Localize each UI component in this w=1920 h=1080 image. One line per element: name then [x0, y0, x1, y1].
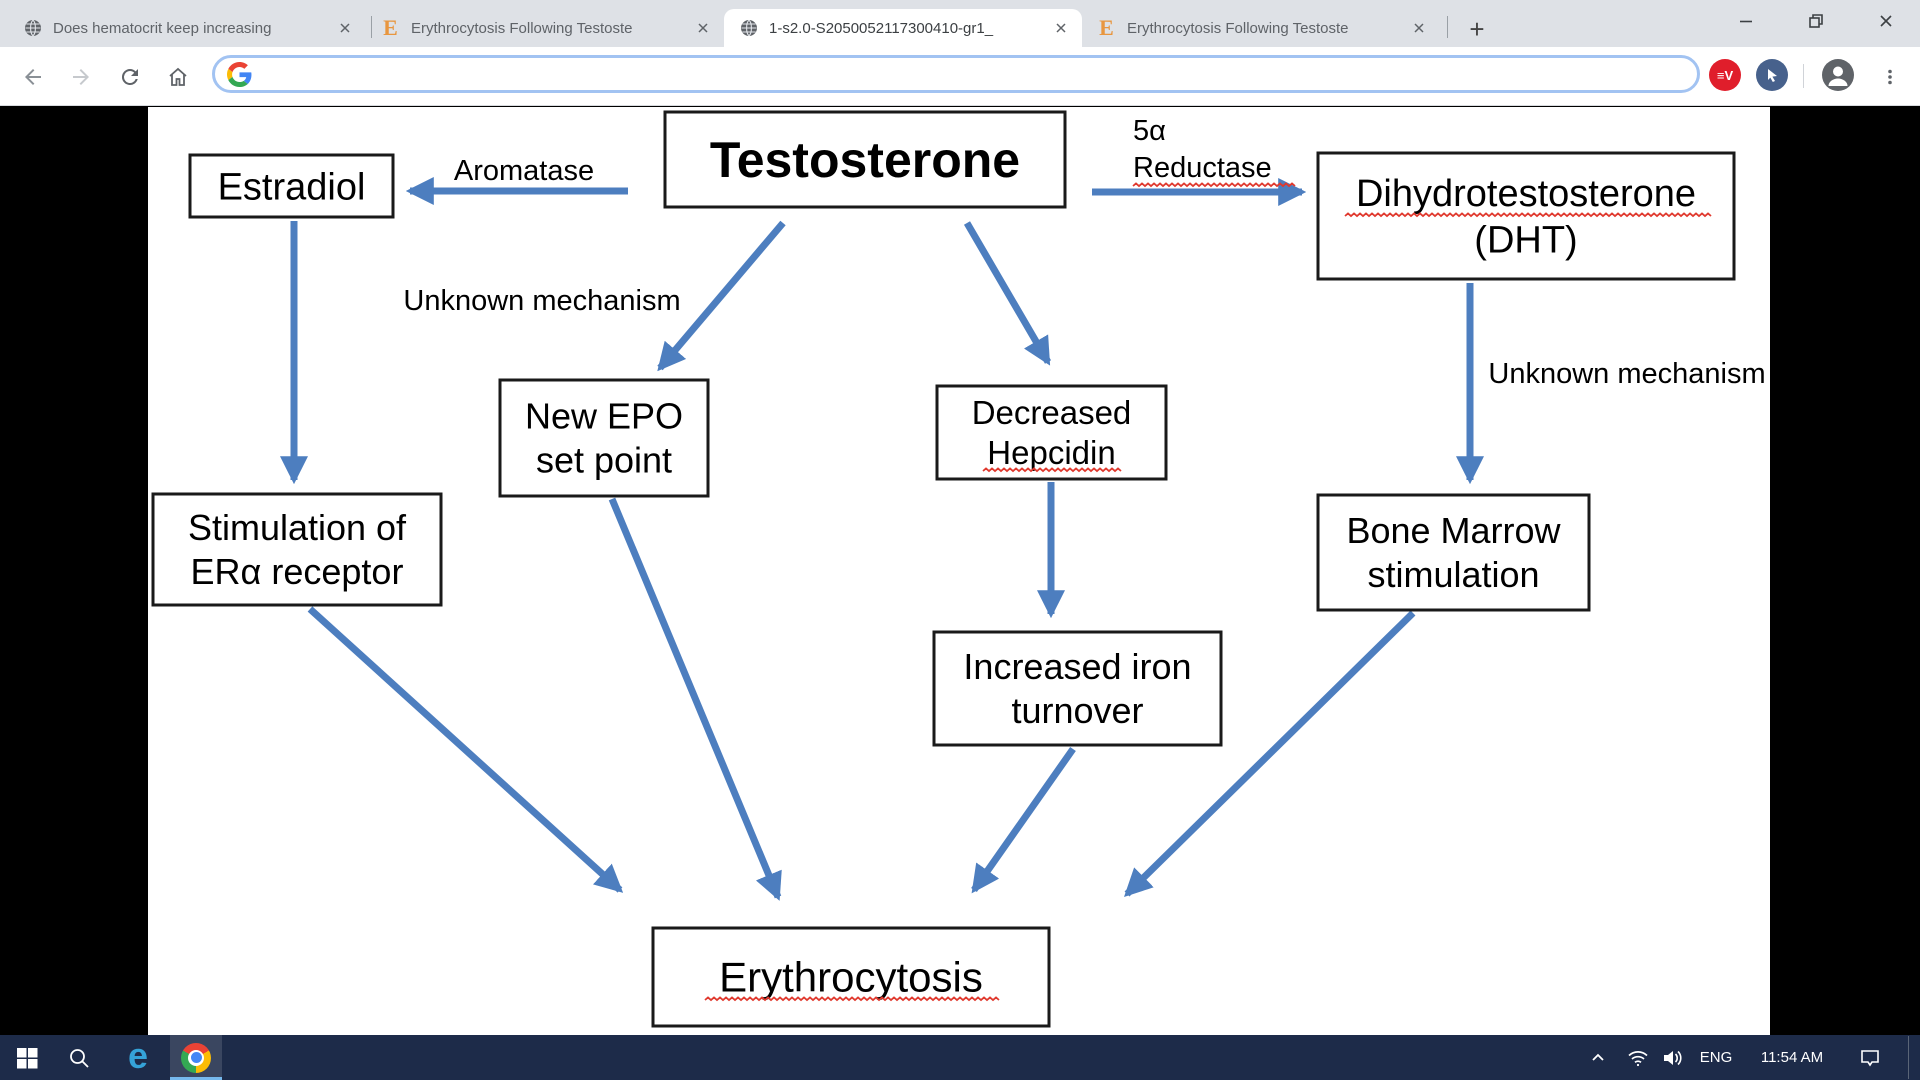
svg-text:stimulation: stimulation — [1367, 554, 1539, 595]
speaker-icon — [1664, 1050, 1682, 1065]
tab-close-button[interactable] — [692, 17, 714, 39]
search-icon — [70, 1048, 89, 1068]
forward-icon — [73, 69, 89, 85]
svg-text:Dihydrotestosterone: Dihydrotestosterone — [1356, 173, 1696, 215]
tab-separator — [1447, 16, 1448, 38]
tab-hematocrit[interactable]: Does hematocrit keep increasing — [8, 9, 366, 47]
back-icon — [25, 69, 41, 85]
tab-title: Does hematocrit keep increasing — [53, 19, 272, 37]
window-close-button[interactable] — [1856, 0, 1916, 42]
kebab-menu-icon — [1888, 69, 1892, 85]
svg-text:Bone Marrow: Bone Marrow — [1346, 510, 1561, 551]
show-desktop-button[interactable] — [1909, 1035, 1920, 1080]
tab-erythrocytosis-1[interactable]: E Erythrocytosis Following Testoste — [366, 9, 724, 47]
svg-text:ERα receptor: ERα receptor — [191, 551, 404, 592]
minimize-icon — [1740, 20, 1752, 23]
tab-close-button[interactable] — [334, 17, 356, 39]
tray-clock[interactable]: 11:54 AM — [1744, 1035, 1840, 1080]
letter-e-favicon-icon: E — [383, 15, 398, 40]
tab-close-button[interactable] — [1408, 17, 1430, 39]
cursor-extension-button[interactable] — [1756, 59, 1788, 91]
home-icon — [169, 67, 187, 86]
taskbar-edge-button[interactable]: e — [112, 1035, 164, 1080]
svg-text:New EPO: New EPO — [525, 396, 683, 437]
windows-taskbar: e ENG 11:54 AM — [0, 1035, 1920, 1080]
tab-strip: Does hematocrit keep increasing E Erythroc… — [0, 0, 1920, 47]
letter-e-favicon-icon: E — [1099, 15, 1114, 40]
tab-title: 1-s2.0-S2050052117300410-gr1_ — [769, 19, 994, 37]
svg-text:Hepcidin: Hepcidin — [987, 434, 1115, 471]
tab-erythrocytosis-2[interactable]: E Erythrocytosis Following Testoste — [1082, 9, 1440, 47]
chevron-up-icon — [1592, 1053, 1604, 1061]
tray-volume-button[interactable] — [1656, 1035, 1688, 1080]
svg-text:turnover: turnover — [1011, 690, 1143, 731]
home-button[interactable] — [161, 60, 195, 94]
tab-figure-image[interactable]: 1-s2.0-S2050052117300410-gr1_ — [724, 9, 1082, 47]
svg-text:Increased iron: Increased iron — [963, 646, 1191, 687]
tray-language-button[interactable]: ENG — [1692, 1035, 1740, 1080]
wifi-icon — [1628, 1050, 1648, 1066]
notification-icon — [1861, 1049, 1879, 1066]
taskbar-search-button[interactable] — [53, 1035, 105, 1080]
close-icon — [1880, 15, 1892, 27]
tab-close-button[interactable] — [1050, 17, 1072, 39]
restore-icon — [1809, 14, 1823, 28]
expressvpn-icon: ≡V — [1716, 67, 1734, 83]
cursor-icon — [1768, 69, 1777, 82]
browser-toolbar: ≡V — [0, 47, 1920, 106]
svg-text:Unknown mechanism: Unknown mechanism — [1488, 358, 1765, 390]
svg-text:Stimulation of: Stimulation of — [188, 507, 407, 548]
language-label: ENG — [1699, 1049, 1733, 1066]
back-button[interactable] — [16, 60, 50, 94]
taskbar-chrome-button[interactable] — [170, 1035, 222, 1080]
tab-separator — [371, 16, 372, 38]
show-desktop-divider — [1908, 1036, 1909, 1079]
new-tab-button[interactable]: + — [1469, 13, 1485, 44]
clock-label: 11:54 AM — [1760, 1049, 1824, 1066]
action-center-button[interactable] — [1848, 1035, 1892, 1080]
avatar-icon — [1828, 66, 1848, 86]
globe-favicon-icon — [22, 18, 43, 39]
window-minimize-button[interactable] — [1716, 0, 1776, 42]
edge-icon: e — [127, 1034, 149, 1076]
svg-text:Testosterone: Testosterone — [710, 132, 1020, 188]
svg-text:Unknown mechanism: Unknown mechanism — [403, 285, 680, 317]
tray-wifi-button[interactable] — [1622, 1035, 1654, 1080]
svg-text:Erythrocytosis: Erythrocytosis — [719, 954, 983, 1001]
svg-text:Decreased: Decreased — [972, 394, 1132, 431]
browser-menu-button[interactable] — [1873, 60, 1907, 94]
globe-favicon-icon — [738, 18, 759, 39]
reload-icon — [121, 68, 138, 85]
address-bar[interactable] — [212, 55, 1700, 93]
expressvpn-extension-button[interactable]: ≡V — [1709, 59, 1741, 91]
chrome-icon — [181, 1042, 211, 1073]
toolbar-separator — [1803, 64, 1804, 88]
forward-button[interactable] — [64, 60, 98, 94]
profile-avatar-button[interactable] — [1822, 59, 1854, 91]
google-g-icon — [227, 61, 252, 87]
tab-title: Erythrocytosis Following Testoste — [1127, 19, 1349, 37]
svg-text:set point: set point — [536, 440, 672, 481]
reload-button[interactable] — [113, 60, 147, 94]
svg-text:Aromatase: Aromatase — [454, 155, 594, 187]
start-button[interactable] — [1, 1035, 53, 1080]
svg-text:(DHT): (DHT) — [1474, 219, 1577, 261]
windows-logo-icon — [17, 1047, 38, 1068]
tray-show-hidden-icons-button[interactable] — [1583, 1035, 1613, 1080]
window-restore-button[interactable] — [1786, 0, 1846, 42]
svg-text:Reductase: Reductase — [1133, 152, 1272, 184]
svg-text:Estradiol: Estradiol — [218, 166, 366, 208]
svg-text:5α: 5α — [1133, 115, 1166, 147]
tab-title: Erythrocytosis Following Testoste — [411, 19, 633, 37]
